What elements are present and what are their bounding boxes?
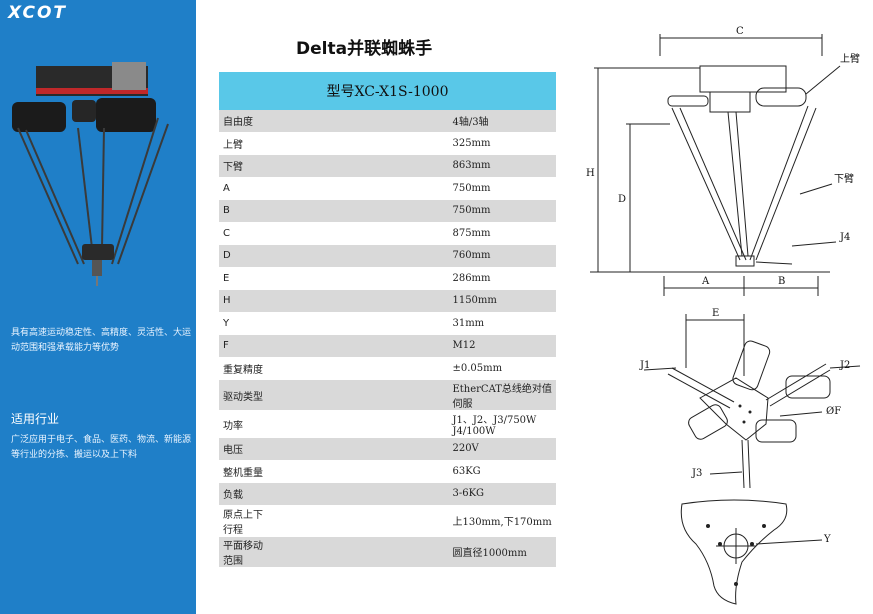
spec-value: 863mm: [266, 154, 556, 178]
spec-value: 圆直径1000mm: [266, 536, 556, 568]
label-j4: J4: [839, 232, 850, 243]
spec-row: 原点上下行程上130mm,下170mm: [219, 505, 556, 537]
label-j1: J1: [639, 360, 650, 371]
spec-label: 原点上下行程: [219, 505, 267, 537]
spec-value: 63KG: [266, 460, 556, 483]
page-title: Delta并联蜘蛛手: [296, 39, 433, 59]
spec-value: 上130mm,下170mm: [266, 505, 556, 537]
spec-label: F: [219, 334, 267, 358]
spec-label: 平面移动范围: [219, 536, 267, 568]
spec-label: 功率: [219, 410, 267, 438]
intro-text: 具有高速运动稳定性、高精度、灵活性、大运动范围和强承载能力等优势: [11, 328, 192, 353]
industry-body: 广泛应用于电子、食品、医药、物流、新能源等行业的分拣、搬运以及上下料: [11, 435, 192, 460]
spec-label: D: [219, 244, 267, 268]
industry-title: 适用行业: [11, 412, 60, 426]
spec-value: 4轴/3轴: [266, 110, 556, 133]
model-label: 型号XC-X1S-1000: [219, 72, 556, 110]
label-y: Y: [823, 534, 831, 545]
delta-robot-photo: [12, 62, 169, 286]
label-j2: J2: [839, 360, 850, 371]
spec-row: 平面移动范围圆直径1000mm: [219, 536, 556, 568]
spec-label: 自由度: [219, 110, 267, 133]
label-j3: J3: [691, 468, 702, 479]
label-h: H: [586, 168, 595, 179]
spec-value: 325mm: [266, 132, 556, 155]
spec-label: 下臂: [219, 154, 267, 178]
spec-label: B: [219, 199, 267, 223]
spec-value: 750mm: [266, 199, 556, 223]
label-b: B: [778, 276, 785, 287]
spec-value: 3-6KG: [266, 482, 556, 506]
spec-label: 整机重量: [219, 460, 267, 483]
brand-logo: XCOT: [8, 3, 68, 23]
spec-value: 286mm: [266, 267, 556, 290]
spec-value: J1、J2、J3/750W J4/100W: [266, 410, 556, 438]
spec-label: Y: [219, 312, 267, 335]
spec-row: 重复精度±0.05mm: [219, 357, 556, 380]
label-lower-arm: 下臂: [834, 172, 854, 185]
spec-label: A: [219, 177, 267, 200]
spec-label: 负载: [219, 482, 267, 506]
spec-value: 875mm: [266, 222, 556, 245]
label-c: C: [736, 26, 744, 37]
spec-value: 750mm: [266, 177, 556, 200]
sidebar: XCOT 具有高速运动稳定性、高精度、灵活性、大运动范围和强承载能力等优势 适用…: [0, 0, 196, 614]
spec-value: 220V: [266, 437, 556, 461]
spec-label: 驱动类型: [219, 379, 267, 411]
model-header-row: 型号XC-X1S-1000: [219, 72, 556, 110]
spec-label: E: [219, 267, 267, 290]
spec-value: M12: [266, 334, 556, 358]
label-a: A: [701, 276, 710, 287]
spec-value: EtherCAT总线绝对值伺服: [266, 379, 556, 411]
spec-value: 31mm: [266, 312, 556, 335]
spec-label: 电压: [219, 437, 267, 461]
label-e: E: [712, 308, 719, 319]
label-phi-f: ØF: [826, 406, 841, 417]
spec-label: C: [219, 222, 267, 245]
spec-value: 1150mm: [266, 289, 556, 313]
label-d: D: [618, 194, 626, 205]
spec-value: ±0.05mm: [266, 357, 556, 380]
spec-label: H: [219, 289, 267, 313]
label-upper-arm: 上臂: [840, 52, 860, 65]
dimension-drawing: C 上臂 下臂 H D J4 A B E J1 J2 ØF J3 Y: [586, 26, 861, 605]
spec-label: 重复精度: [219, 357, 267, 380]
spec-label: 上臂: [219, 132, 267, 155]
spec-value: 760mm: [266, 244, 556, 268]
